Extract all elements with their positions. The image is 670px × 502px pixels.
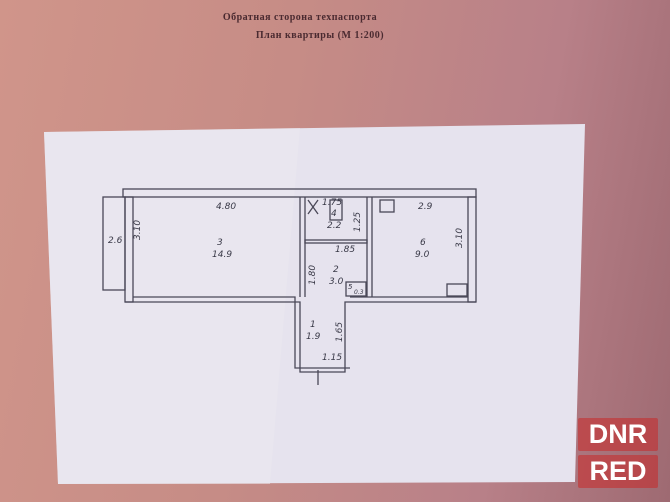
room-3-area: 14.9 (212, 250, 232, 260)
watermark-logo: DNR RED (578, 418, 658, 490)
room-2-area: 3.0 (329, 277, 344, 287)
dim-room6-width: 2.9 (418, 202, 433, 212)
room-3-number: 3 (217, 238, 223, 248)
watermark-line-1: DNR (578, 418, 658, 451)
room-6-number: 6 (420, 238, 426, 248)
room-2-number: 2 (333, 265, 339, 275)
dim-room6-height: 3.10 (455, 228, 465, 248)
dim-room3-width: 4.80 (216, 202, 236, 212)
room-4-area: 2.2 (327, 221, 342, 231)
room-4-number: 4 (331, 209, 337, 219)
dim-hall-width: 1.85 (335, 245, 355, 255)
dim-entry-width: 1.15 (322, 353, 342, 363)
room-6-area: 9.0 (415, 250, 430, 260)
room-1-number: 1 (310, 320, 316, 330)
dim-bath-depth: 1.25 (353, 212, 363, 232)
dim-hall-length: 1.80 (308, 265, 318, 285)
watermark-line-2: RED (578, 455, 658, 488)
header-line-1: Обратная сторона техпаспорта (222, 12, 378, 23)
header-line-2: План квартиры (М 1:200) (255, 30, 385, 41)
dim-room3-height: 3.10 (133, 220, 143, 240)
walls (102, 188, 477, 385)
room-1-area: 1.9 (306, 332, 321, 342)
dim-corridor-length: 1.65 (335, 322, 345, 342)
room-5-area: 0.3 (354, 289, 364, 296)
balcony (102, 196, 126, 291)
room-5-number: 5 (348, 283, 353, 291)
dim-bath-width: 1.75 (322, 198, 342, 208)
dim-balcony: 2.6 (108, 236, 123, 246)
